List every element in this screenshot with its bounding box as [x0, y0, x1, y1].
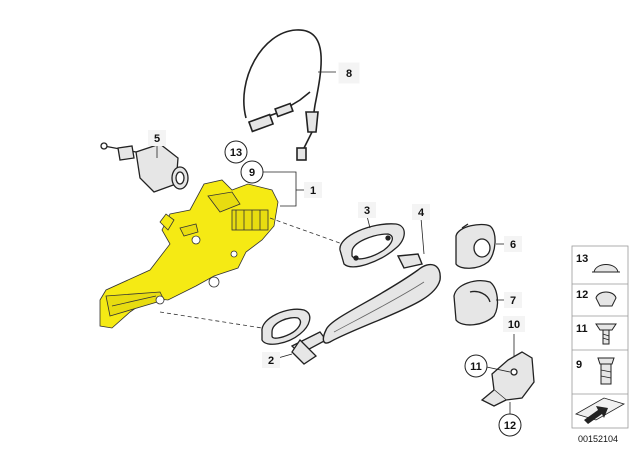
callout-3[interactable]: 3	[358, 202, 376, 218]
assembly-lines	[159, 217, 349, 329]
callout-1[interactable]: 1	[304, 182, 322, 198]
svg-text:11: 11	[470, 361, 482, 373]
svg-text:9: 9	[249, 167, 255, 179]
svg-text:2: 2	[268, 355, 274, 367]
part-1-handle-carrier[interactable]	[99, 179, 279, 329]
callout-9[interactable]: 9	[240, 160, 264, 184]
callout-2[interactable]: 2	[262, 352, 280, 368]
legend-item-11[interactable]: 11	[576, 323, 617, 345]
svg-text:13: 13	[230, 147, 242, 159]
part-3-handle-gasket[interactable]	[339, 223, 405, 268]
diagram-code: 00152104	[578, 434, 618, 444]
legend-panel: 13 12 11 9	[571, 245, 629, 429]
callout-10[interactable]: 10	[503, 316, 525, 332]
svg-text:12: 12	[576, 289, 588, 301]
svg-text:13: 13	[576, 253, 588, 265]
svg-text:8: 8	[346, 68, 352, 80]
svg-text:6: 6	[510, 239, 516, 251]
part-10-bracket[interactable]	[480, 351, 535, 407]
callout-4[interactable]: 4	[412, 204, 430, 220]
part-8-cable[interactable]	[243, 29, 322, 161]
callout-7[interactable]: 7	[504, 292, 522, 308]
part-7-cover-cap[interactable]	[453, 280, 499, 326]
svg-text:10: 10	[508, 319, 520, 331]
part-5-lock-cylinder[interactable]	[100, 142, 189, 193]
legend-item-13[interactable]: 13	[576, 253, 620, 273]
callout-12[interactable]: 12	[498, 413, 522, 437]
arrow-icon	[574, 397, 626, 426]
svg-text:11: 11	[576, 323, 588, 335]
svg-text:9: 9	[576, 359, 582, 371]
legend-item-9[interactable]: 9	[576, 357, 615, 385]
svg-text:5: 5	[154, 133, 160, 145]
callout-11[interactable]: 11	[464, 354, 488, 378]
svg-text:1: 1	[310, 185, 316, 197]
svg-text:7: 7	[510, 295, 516, 307]
callout-8[interactable]: 8	[338, 62, 360, 84]
svg-text:12: 12	[504, 420, 516, 432]
callout-6[interactable]: 6	[504, 236, 522, 252]
callout-13[interactable]: 13	[224, 140, 248, 164]
callout-5[interactable]: 5	[148, 130, 166, 146]
svg-text:3: 3	[364, 205, 370, 217]
part-6-cover-cap[interactable]	[455, 223, 496, 269]
svg-text:4: 4	[418, 207, 425, 219]
part-4-outer-handle[interactable]	[322, 253, 441, 344]
legend-item-12[interactable]: 12	[576, 289, 617, 307]
